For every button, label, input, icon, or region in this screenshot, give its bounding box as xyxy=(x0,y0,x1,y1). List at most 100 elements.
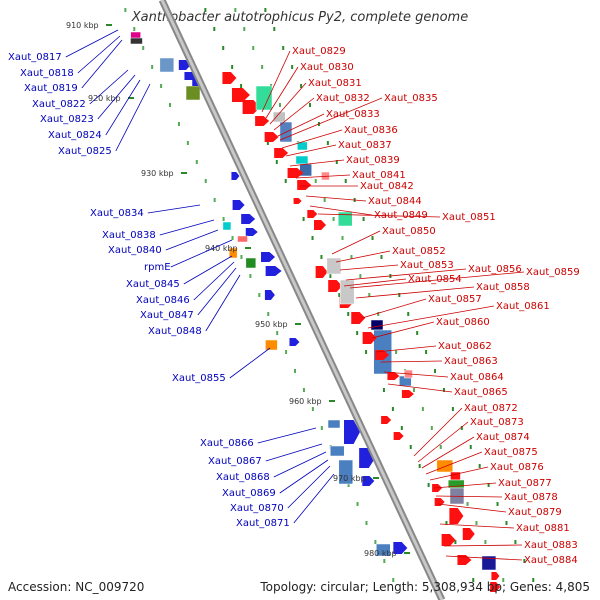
left-feature-label: rpmE xyxy=(144,262,171,273)
label-leaders xyxy=(65,29,525,561)
accession-text: Accession: NC_009720 xyxy=(8,580,145,594)
left-leader-line xyxy=(257,427,317,444)
right-feature-label: Xaut_0865 xyxy=(454,387,508,398)
tick-label: 940 kbp xyxy=(205,244,238,253)
right-leader-line xyxy=(433,482,497,489)
right-leader-line xyxy=(273,97,315,131)
track-dot xyxy=(291,65,294,69)
left-feature-label: Xaut_0869 xyxy=(222,488,276,499)
track-dot xyxy=(314,179,317,183)
feature-block xyxy=(436,459,454,473)
right-feature-label: Xaut_0881 xyxy=(516,523,570,534)
track-dot xyxy=(222,46,225,50)
feature-arrow xyxy=(261,252,276,262)
track-dot xyxy=(249,274,252,278)
feature-arrow xyxy=(264,132,279,142)
feature-arrow xyxy=(264,290,275,300)
feature-arrow xyxy=(265,266,282,276)
track-dot xyxy=(320,255,323,259)
feature-arrow xyxy=(315,266,328,278)
left-leader-line xyxy=(170,239,233,268)
feature-arrow xyxy=(289,338,300,346)
backbone-highlight xyxy=(160,0,444,600)
feature-arrow xyxy=(274,148,289,158)
left-leader-line xyxy=(147,204,201,214)
track-dot xyxy=(472,578,475,582)
left-feature-label: Xaut_0822 xyxy=(32,99,86,110)
right-leader-line xyxy=(375,345,437,353)
track-dot xyxy=(300,84,303,88)
feature-tracks xyxy=(124,8,535,592)
track-dot xyxy=(350,255,353,259)
track-dot xyxy=(186,141,189,145)
track-dot xyxy=(243,27,246,31)
tick-label: 930 kbp xyxy=(141,169,174,178)
feature-block xyxy=(185,85,201,101)
left-feature-label: Xaut_0818 xyxy=(20,68,74,79)
feature-block xyxy=(338,459,354,485)
track-dot xyxy=(195,160,198,164)
right-leader-line xyxy=(379,360,443,363)
right-leader-line xyxy=(345,268,467,281)
feature-arrow xyxy=(449,508,464,524)
left-feature-label: Xaut_0834 xyxy=(90,208,144,219)
right-feature-label: Xaut_0844 xyxy=(368,196,422,207)
genome-info-text: Topology: circular; Length: 5,308,934 bp… xyxy=(260,580,590,594)
right-leader-line xyxy=(277,113,325,137)
track-dot xyxy=(177,122,180,126)
track-dot xyxy=(151,65,154,69)
left-feature-label: Xaut_0840 xyxy=(108,245,162,256)
track-dot xyxy=(365,350,368,354)
feature-labels: Xaut_0817Xaut_0818Xaut_0819Xaut_0822Xaut… xyxy=(8,46,580,566)
tick-label: 920 kbp xyxy=(88,94,121,103)
feature-arrow xyxy=(241,214,256,224)
left-feature-label: Xaut_0838 xyxy=(102,230,156,241)
feature-arrow xyxy=(232,200,245,210)
left-leader-line xyxy=(279,459,329,494)
track-dot xyxy=(434,369,437,373)
left-feature-label: Xaut_0847 xyxy=(140,310,194,321)
track-dot xyxy=(454,540,457,544)
right-feature-label: Xaut_0841 xyxy=(352,170,406,181)
left-leader-line xyxy=(229,347,271,379)
right-leader-line xyxy=(305,195,367,202)
track-dot xyxy=(323,198,326,202)
left-leader-line xyxy=(273,451,327,478)
feature-block xyxy=(481,555,497,571)
left-leader-line xyxy=(287,465,331,509)
track-dot xyxy=(478,464,481,468)
feature-block xyxy=(370,319,384,331)
right-leader-line xyxy=(295,174,351,179)
left-feature-label: Xaut_0817 xyxy=(8,52,62,63)
right-leader-line xyxy=(417,421,469,463)
right-leader-line xyxy=(437,503,507,513)
track-dot xyxy=(502,578,505,582)
right-leader-line xyxy=(309,205,373,216)
feature-block xyxy=(222,221,232,231)
left-feature-label: Xaut_0845 xyxy=(126,279,180,290)
right-feature-label: Xaut_0877 xyxy=(498,478,552,489)
track-dot xyxy=(213,27,216,31)
right-feature-label: Xaut_0883 xyxy=(524,540,578,551)
track-dot xyxy=(285,350,288,354)
track-dot xyxy=(412,388,415,392)
track-dot xyxy=(382,388,385,392)
feature-arrow xyxy=(381,416,392,424)
track-dot xyxy=(439,445,442,449)
track-dot xyxy=(356,331,359,335)
track-dot xyxy=(222,217,225,221)
feature-arrow xyxy=(287,168,304,178)
track-dot xyxy=(365,521,368,525)
track-dot xyxy=(311,407,314,411)
track-dot xyxy=(273,27,276,31)
left-feature-label: Xaut_0848 xyxy=(148,326,202,337)
feature-arrow xyxy=(245,228,258,236)
right-feature-label: Xaut_0832 xyxy=(316,93,370,104)
feature-arrow xyxy=(491,572,500,580)
track-dot xyxy=(326,141,329,145)
track-dot xyxy=(347,312,350,316)
track-dot xyxy=(309,103,312,107)
right-feature-label: Xaut_0854 xyxy=(408,274,462,285)
right-leader-line xyxy=(261,50,291,113)
feature-arrow xyxy=(231,172,240,180)
